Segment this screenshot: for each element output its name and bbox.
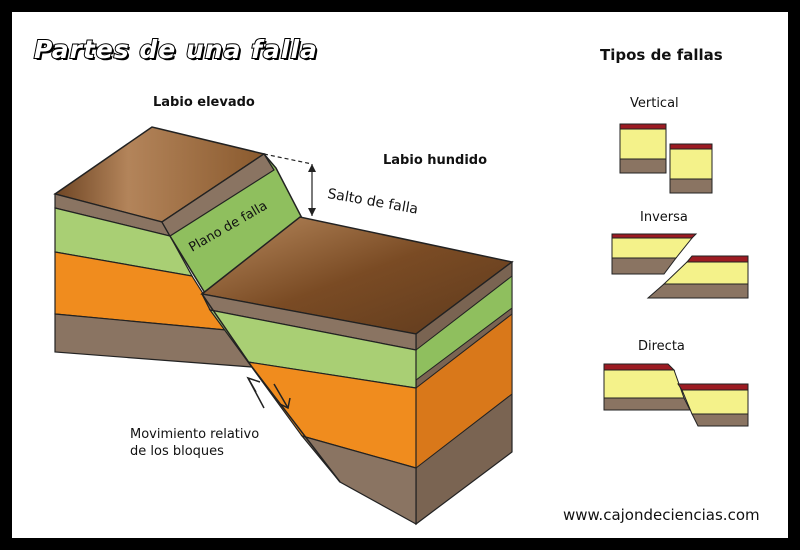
throw-dashed-line — [263, 153, 313, 165]
type-vertical-label: Vertical — [630, 96, 679, 111]
upthrown-block — [53, 126, 305, 368]
throw-arrow-head-bottom — [308, 208, 316, 216]
throw-arrow-head-top — [308, 164, 316, 172]
downthrown-block — [200, 216, 514, 526]
label-movimiento-line1: Movimiento relativo — [130, 427, 260, 442]
label-movimiento-line2: de los bloques — [130, 444, 224, 459]
movement-arrows — [246, 376, 291, 410]
fault-plane-brown-edge — [161, 153, 275, 237]
label-labio-hundido: Labio hundido — [383, 153, 488, 168]
diagram-canvas: Partes de una falla — [12, 12, 788, 538]
type-directa-label: Directa — [638, 339, 685, 354]
label-movimiento: Movimiento relativo de los bloques — [130, 426, 259, 460]
fault-block-diagram: Plano de falla — [53, 126, 514, 526]
diagram-title: Partes de una falla — [33, 34, 318, 65]
website-url[interactable]: www.cajondeciencias.com — [563, 506, 760, 524]
label-labio-elevado: Labio elevado — [153, 95, 255, 110]
fault-line — [201, 293, 341, 483]
types-heading: Tipos de fallas — [600, 46, 723, 64]
type-inversa-label: Inversa — [640, 210, 688, 225]
